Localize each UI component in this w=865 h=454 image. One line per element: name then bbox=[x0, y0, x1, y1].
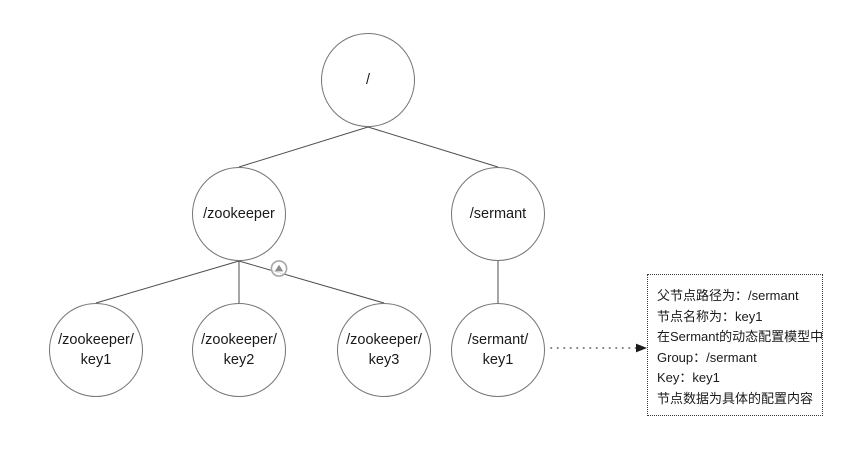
node-zookeeper: /zookeeper bbox=[192, 167, 286, 261]
node-zookeeper-key3-label-line2: key3 bbox=[368, 352, 400, 368]
node-zookeeper-key1-label-line1: /zookeeper/ bbox=[58, 331, 134, 348]
edge-root-zookeeper bbox=[238, 126, 369, 168]
node-zookeeper-label: /zookeeper bbox=[203, 205, 275, 222]
node-zookeeper-key3: /zookeeper/ key3 bbox=[337, 303, 431, 397]
annotation-line-parent-path: 父节点路径为：/sermant bbox=[657, 288, 799, 303]
annotation-line-key: Key：key1 bbox=[657, 370, 720, 385]
node-sermant-key1-label-line2: key1 bbox=[482, 352, 514, 368]
node-zookeeper-key1: /zookeeper/ key1 bbox=[49, 303, 143, 397]
node-root: / bbox=[321, 33, 415, 127]
collapse-icon[interactable] bbox=[270, 260, 288, 277]
edge-zookeeper-key3 bbox=[238, 260, 385, 304]
arrowhead-icon bbox=[636, 343, 647, 353]
node-sermant-key1: /sermant/ key1 bbox=[451, 303, 545, 397]
annotation-box: 父节点路径为：/sermant 节点名称为：key1 在Sermant的动态配置… bbox=[647, 274, 823, 416]
edge-root-sermant bbox=[367, 126, 499, 168]
node-sermant-key1-label-line1: /sermant/ bbox=[467, 331, 529, 348]
annotation-line-model-intro: 在Sermant的动态配置模型中 bbox=[657, 329, 824, 344]
node-zookeeper-key2-label-line2: key2 bbox=[223, 352, 255, 368]
node-root-label: / bbox=[365, 71, 371, 88]
node-zookeeper-key2: /zookeeper/ key2 bbox=[192, 303, 286, 397]
node-zookeeper-key1-label-line2: key1 bbox=[80, 352, 112, 368]
node-zookeeper-key3-label-line1: /zookeeper/ bbox=[346, 331, 422, 348]
annotation-line-node-name: 节点名称为：key1 bbox=[657, 308, 763, 324]
node-sermant: /sermant bbox=[451, 167, 545, 261]
edge-zookeeper-key1 bbox=[95, 260, 240, 304]
annotation-line-group: Group：/sermant bbox=[657, 349, 757, 365]
node-sermant-label: /sermant bbox=[469, 205, 527, 222]
node-zookeeper-key2-label-line1: /zookeeper/ bbox=[201, 331, 277, 348]
annotation-line-node-data: 节点数据为具体的配置内容 bbox=[657, 390, 814, 406]
